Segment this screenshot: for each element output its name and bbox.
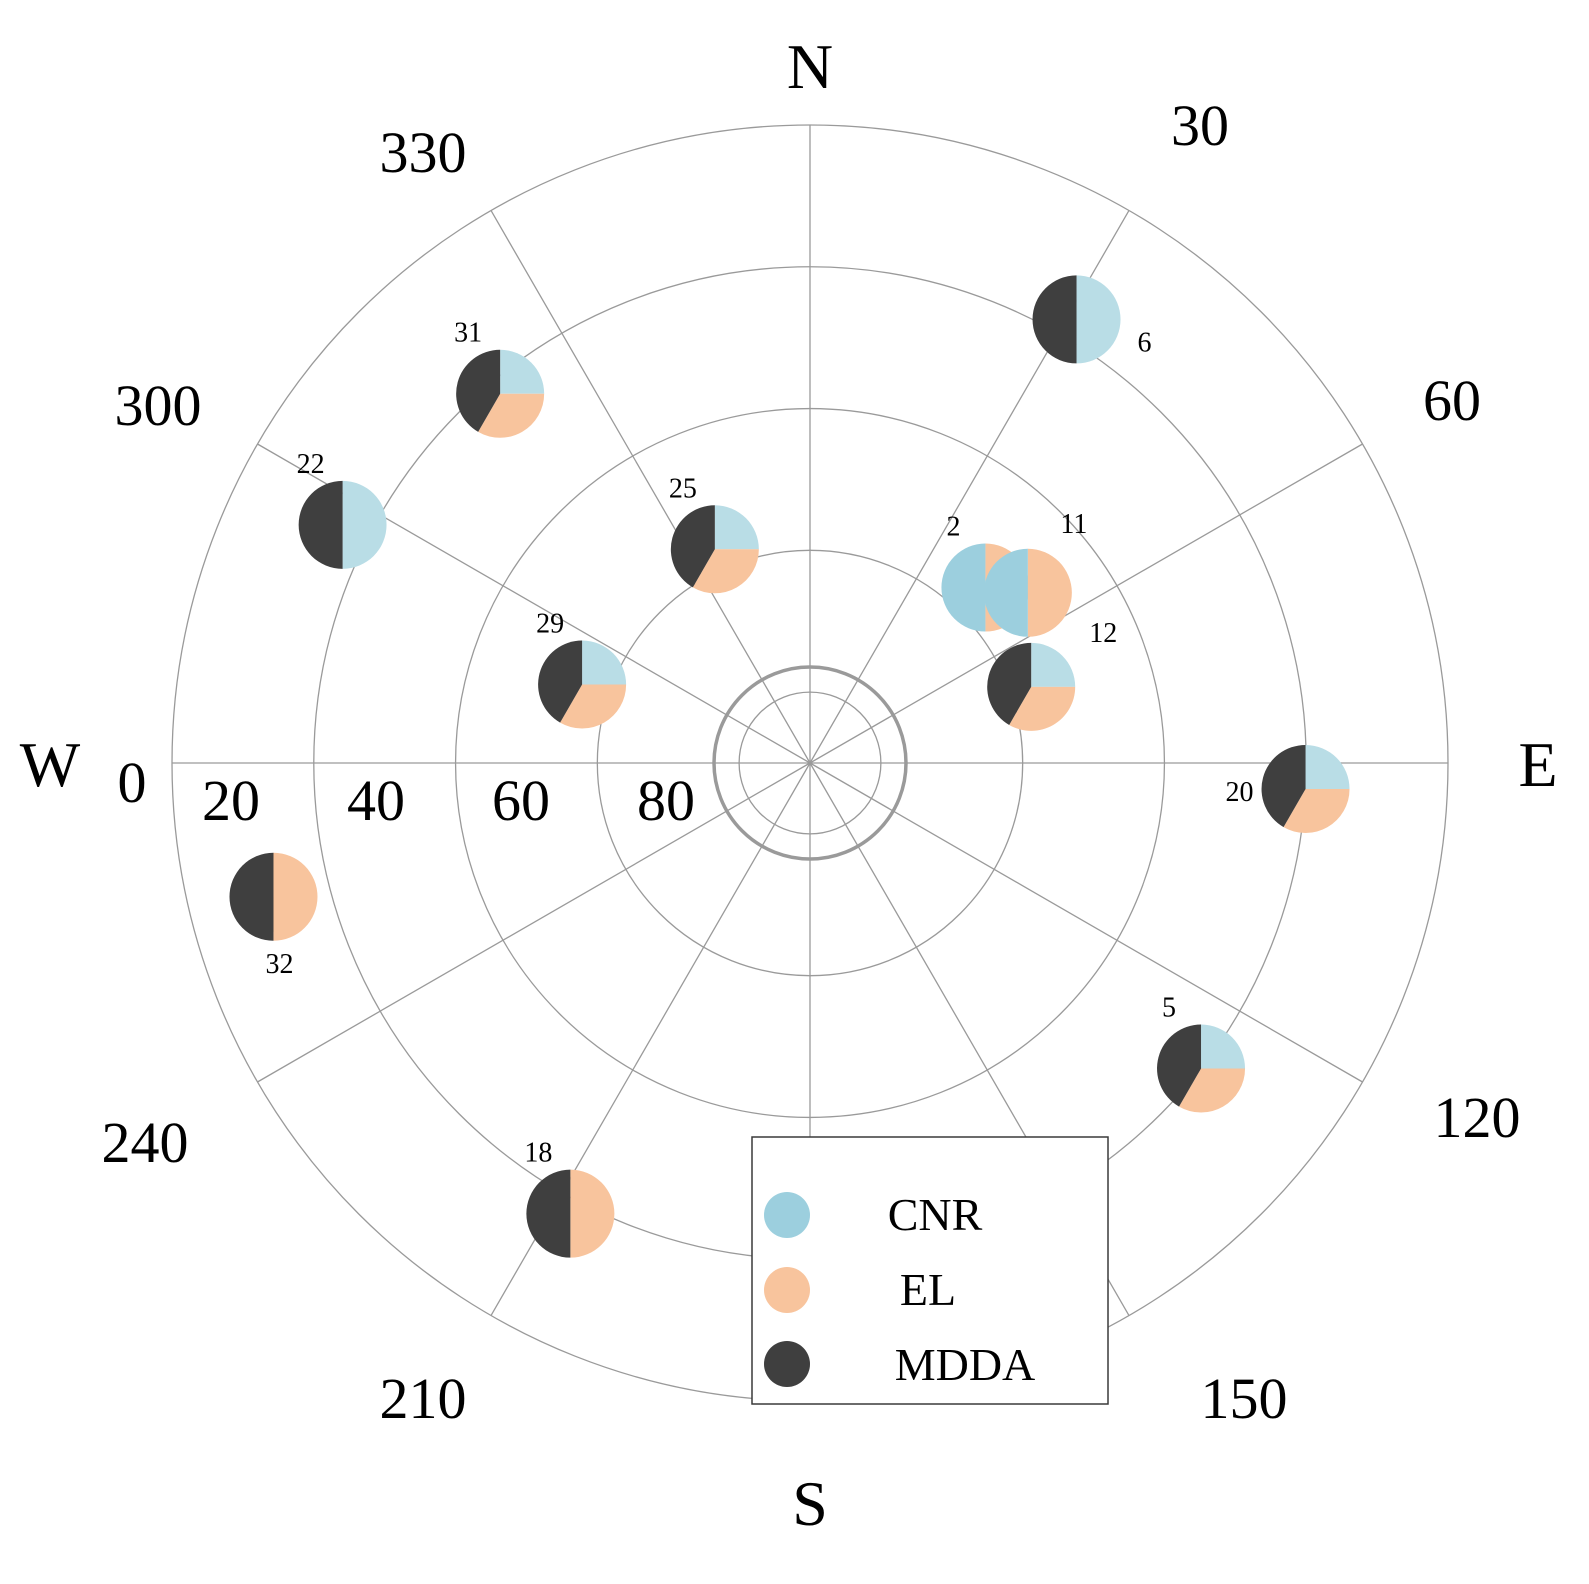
- elevation-tick-label: 60: [492, 768, 550, 833]
- zenith-ring: [712, 665, 908, 861]
- legend-label-mdda: MDDA: [895, 1339, 1036, 1390]
- azimuth-spoke: [809, 443, 1363, 764]
- satellite-prn-label: 6: [1138, 327, 1152, 358]
- azimuth-tick-label: 210: [380, 1366, 467, 1431]
- pie-slice: [1261, 744, 1306, 828]
- pie-slice: [500, 349, 545, 394]
- azimuth-tick-label: 240: [102, 1110, 189, 1175]
- pie-slice: [1305, 744, 1350, 789]
- elevation-tick-label: 40: [347, 768, 405, 833]
- pie-slice: [298, 480, 343, 569]
- legend-swatch-el: [764, 1267, 810, 1313]
- pie-slice: [1027, 548, 1072, 637]
- compass-east-label: E: [1518, 729, 1557, 800]
- satellite-prn-label: 18: [524, 1138, 552, 1169]
- satellite-prn-label: 11: [1060, 509, 1087, 540]
- elevation-tick-label: 20: [202, 768, 260, 833]
- pie-slice: [560, 684, 627, 729]
- pie-slice: [582, 640, 627, 685]
- pie-slice: [570, 1169, 615, 1258]
- pie-slice: [1009, 686, 1076, 731]
- compass-north-label: N: [787, 31, 833, 102]
- compass-south-label: S: [792, 1468, 828, 1539]
- pie-slice: [1157, 1024, 1202, 1107]
- elevation-tick-label: 80: [637, 768, 695, 833]
- legend-swatch-mdda: [764, 1341, 810, 1387]
- elevation-tick-label: 0: [118, 750, 147, 815]
- satellite-prn-label: 31: [454, 318, 482, 349]
- satellite-prn-label: 22: [297, 449, 325, 480]
- satellite-prn-label: 5: [1162, 993, 1176, 1024]
- pie-slice: [983, 548, 1028, 637]
- pie-slice: [273, 852, 318, 941]
- satellite-prn-label: 2: [946, 512, 960, 543]
- azimuth-tick-label: 120: [1434, 1085, 1521, 1150]
- pie-slice: [692, 549, 759, 594]
- azimuth-tick-label: 300: [115, 373, 202, 438]
- satellite-prn-label: 25: [669, 473, 697, 504]
- pie-slice: [987, 642, 1032, 725]
- azimuth-spoke: [490, 210, 811, 764]
- pie-slice: [1032, 275, 1077, 364]
- satellite-markers: 6 31 22 25 2 11 12 29 20 32 5 18: [229, 275, 1350, 1258]
- azimuth-tick-label: 30: [1171, 93, 1229, 158]
- legend-box: [751, 1136, 1109, 1405]
- pie-slice: [342, 480, 387, 569]
- satellite-prn-label: 29: [536, 609, 564, 640]
- pie-slice: [941, 543, 986, 632]
- azimuth-tick-label: 60: [1423, 368, 1481, 433]
- pie-slice: [538, 640, 583, 723]
- pie-slice: [1201, 1024, 1246, 1069]
- pie-slice: [1283, 788, 1350, 833]
- legend: CNR EL MDDA: [751, 1136, 1109, 1405]
- pie-slice: [1031, 642, 1076, 687]
- satellite-prn-label: 12: [1089, 618, 1117, 649]
- azimuth-tick-label: 150: [1201, 1366, 1288, 1431]
- pie-slice: [229, 852, 274, 941]
- pie-slice: [714, 505, 759, 550]
- satellite-prn-label: 32: [265, 949, 293, 980]
- pie-slice: [1076, 275, 1121, 364]
- pie-slice: [670, 505, 715, 588]
- legend-label-el: EL: [900, 1264, 956, 1315]
- pie-slice: [456, 349, 501, 432]
- legend-swatch-cnr: [764, 1192, 810, 1238]
- pie-slice: [478, 393, 545, 438]
- azimuth-spoke: [809, 762, 1363, 1083]
- compass-west-label: W: [20, 729, 81, 800]
- azimuth-spoke: [257, 762, 811, 1083]
- pie-slice: [526, 1169, 571, 1258]
- satellite-prn-label: 20: [1226, 777, 1254, 808]
- pie-slice: [1179, 1068, 1246, 1113]
- azimuth-tick-label: 330: [380, 120, 467, 185]
- legend-label-cnr: CNR: [888, 1189, 983, 1240]
